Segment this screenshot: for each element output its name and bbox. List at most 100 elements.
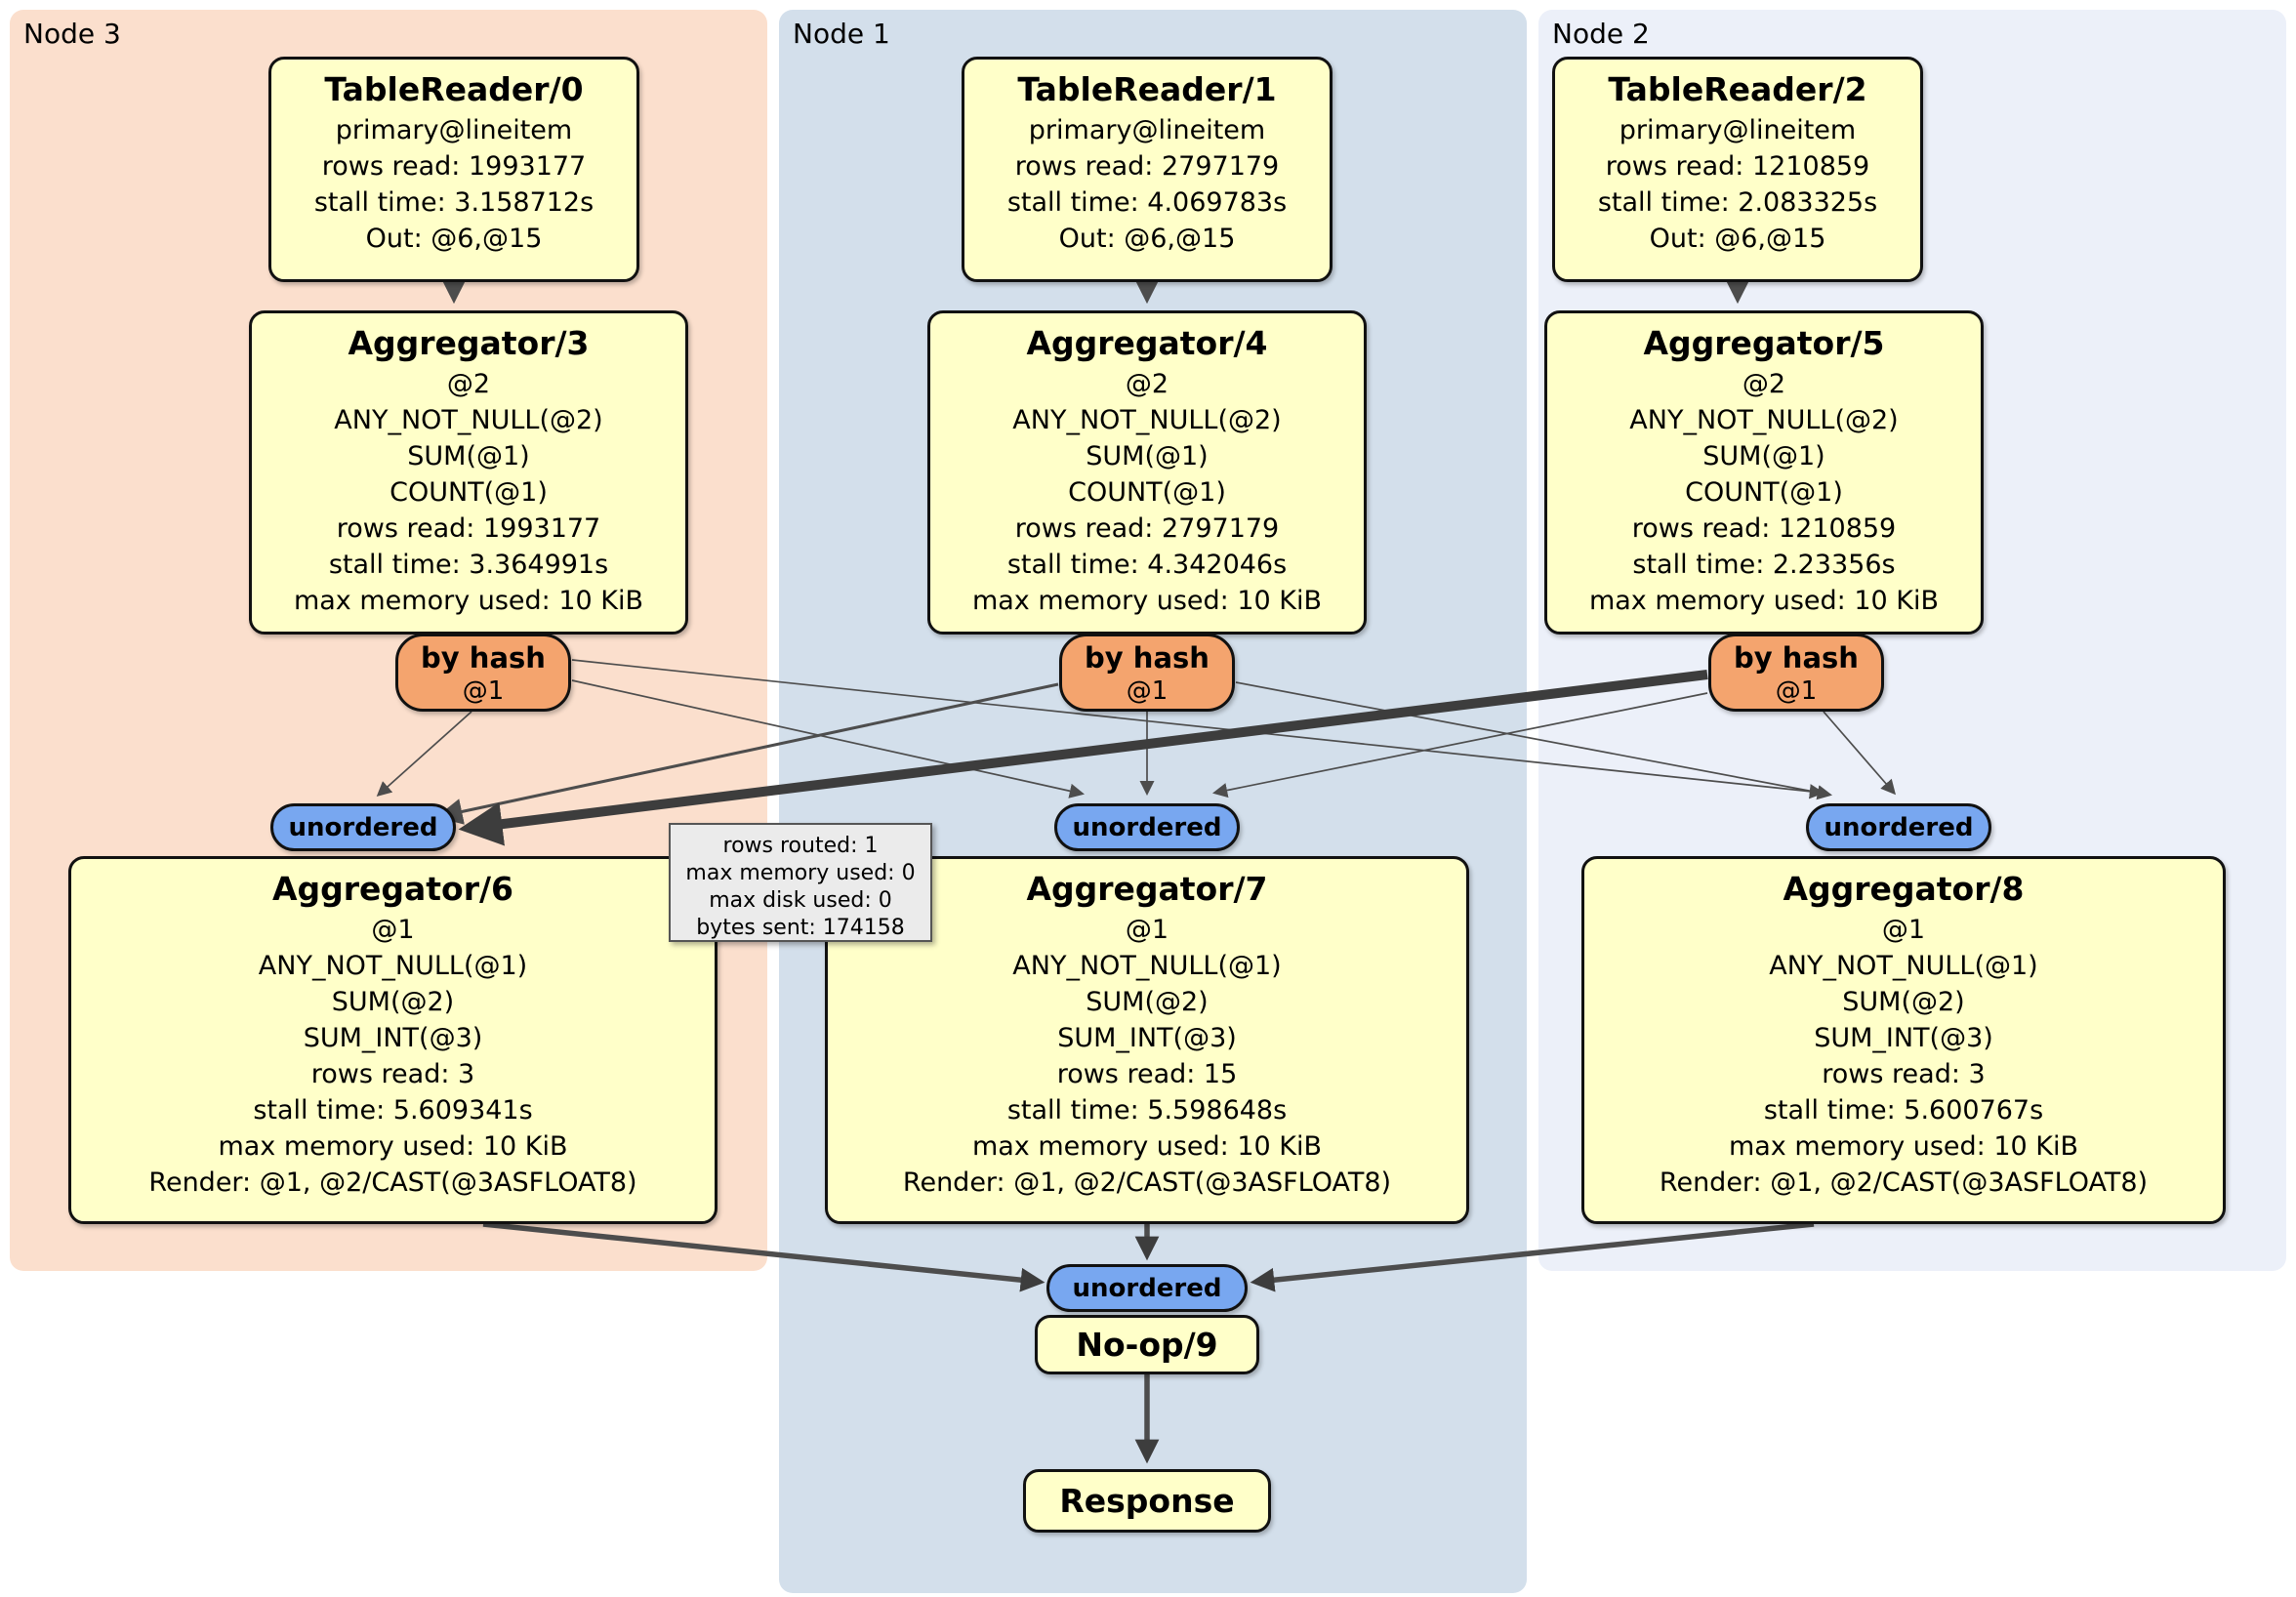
region-node1-label: Node 1 [793, 18, 890, 50]
region-node2-label: Node 2 [1552, 18, 1650, 50]
stream-unordered-node3: unordered [270, 803, 456, 851]
detail-line: rows read: 3 [310, 1059, 475, 1089]
detail-line: ANY_NOT_NULL(@1) [258, 951, 528, 981]
router-detail: @1 [1126, 676, 1168, 706]
detail-line: rows read: 2797179 [1014, 151, 1280, 182]
detail-line: primary@lineitem [1028, 115, 1266, 145]
detail-line: COUNT(@1) [1685, 477, 1843, 508]
detail-line: stall time: 5.598648s [1006, 1095, 1288, 1126]
router-label: by hash [421, 641, 546, 675]
detail-line: SUM(@1) [407, 441, 530, 471]
detail-line: SUM(@1) [1702, 441, 1825, 471]
detail-line: @2 [1125, 369, 1169, 399]
detail-line: max memory used: 10 KiB [1728, 1131, 2079, 1162]
processor-noop-9: No-op/9 [1035, 1315, 1259, 1374]
detail-line: primary@lineitem [1619, 115, 1857, 145]
edge-hash-node1-to-node3 [435, 682, 1059, 825]
stream-label: unordered [288, 813, 438, 842]
detail-line: rows read: 1993177 [321, 151, 587, 182]
detail-line: ANY_NOT_NULL(@2) [1012, 405, 1282, 435]
router-by-hash-node1: by hash @1 [1059, 634, 1235, 712]
detail-line: COUNT(@1) [1068, 477, 1226, 508]
detail-line: max memory used: 10 KiB [293, 586, 644, 616]
detail-line: rows read: 3 [1822, 1059, 1986, 1089]
detail-line: ANY_NOT_NULL(@1) [1769, 951, 2038, 981]
detail-line: Out: @6,@15 [1058, 224, 1236, 254]
stream-label: unordered [1072, 813, 1222, 842]
processor-title: TableReader/2 [1608, 70, 1867, 108]
detail-line: @1 [1881, 915, 1926, 945]
detail-line: SUM_INT(@3) [1057, 1023, 1237, 1053]
edge-hash-node2-to-node3-thick[interactable] [458, 670, 1708, 846]
detail-line: rows read: 1210859 [1631, 513, 1897, 544]
detail-line: Render: @1, @2/CAST(@3ASFLOAT8) [902, 1167, 1392, 1198]
router-by-hash-node3: by hash @1 [395, 634, 571, 712]
processor-details: primary@lineitem rows read: 2797179 stall … [964, 112, 1330, 257]
detail-line: @2 [1742, 369, 1786, 399]
detail-line: ANY_NOT_NULL(@2) [1629, 405, 1899, 435]
processor-title: No-op/9 [1076, 1325, 1218, 1364]
processor-title: Aggregator/6 [271, 870, 514, 908]
detail-line: @1 [371, 915, 415, 945]
detail-line: rows read: 15 [1056, 1059, 1238, 1089]
detail-line: max memory used: 0 [685, 861, 916, 885]
detail-line: stall time: 4.069783s [1006, 187, 1288, 218]
processor-response: Response [1023, 1469, 1271, 1533]
detail-line: SUM(@2) [1086, 987, 1209, 1017]
router-label: by hash [1734, 641, 1859, 675]
stream-unordered-node2: unordered [1806, 803, 1991, 851]
detail-line: ANY_NOT_NULL(@2) [334, 405, 603, 435]
router-detail: @1 [1775, 676, 1818, 706]
detail-line: rows read: 1993177 [336, 513, 601, 544]
processor-title: Aggregator/7 [1026, 870, 1268, 908]
stream-label: unordered [1072, 1274, 1222, 1303]
detail-line: @2 [446, 369, 491, 399]
router-by-hash-node2: by hash @1 [1708, 634, 1884, 712]
region-node3-label: Node 3 [23, 18, 121, 50]
processor-title: Response [1059, 1481, 1235, 1520]
detail-line: max memory used: 10 KiB [971, 1131, 1323, 1162]
processor-title: Aggregator/3 [348, 324, 590, 362]
stream-unordered-final: unordered [1046, 1264, 1248, 1312]
detail-line: max memory used: 10 KiB [1588, 586, 1940, 616]
detail-line: stall time: 2.23356s [1632, 550, 1896, 580]
detail-line: SUM_INT(@3) [303, 1023, 483, 1053]
router-label: by hash [1085, 641, 1210, 675]
stream-label: unordered [1824, 813, 1974, 842]
detail-line: rows read: 1210859 [1605, 151, 1870, 182]
edge-hash-fanout [376, 659, 1897, 800]
detail-line: Render: @1, @2/CAST(@3ASFLOAT8) [1659, 1167, 2149, 1198]
detail-line: stall time: 5.600767s [1763, 1095, 2044, 1126]
edge-tablereader-to-aggregator [441, 278, 1750, 305]
processor-title: Aggregator/8 [1783, 870, 2025, 908]
detail-line: COUNT(@1) [390, 477, 548, 508]
detail-line: max memory used: 10 KiB [971, 586, 1323, 616]
detail-line: max memory used: 10 KiB [218, 1131, 568, 1162]
router-detail: @1 [462, 676, 505, 706]
detail-line: bytes sent: 174158 [696, 916, 905, 940]
detail-line: SUM(@1) [1086, 441, 1209, 471]
detail-line: primary@lineitem [335, 115, 573, 145]
detail-line: stall time: 5.609341s [253, 1095, 533, 1126]
detail-line: Render: @1, @2/CAST(@3ASFLOAT8) [148, 1167, 637, 1198]
edge-final-converge [482, 1221, 1815, 1464]
detail-line: rows routed: 1 [722, 834, 879, 858]
processor-title: Aggregator/4 [1026, 324, 1268, 362]
